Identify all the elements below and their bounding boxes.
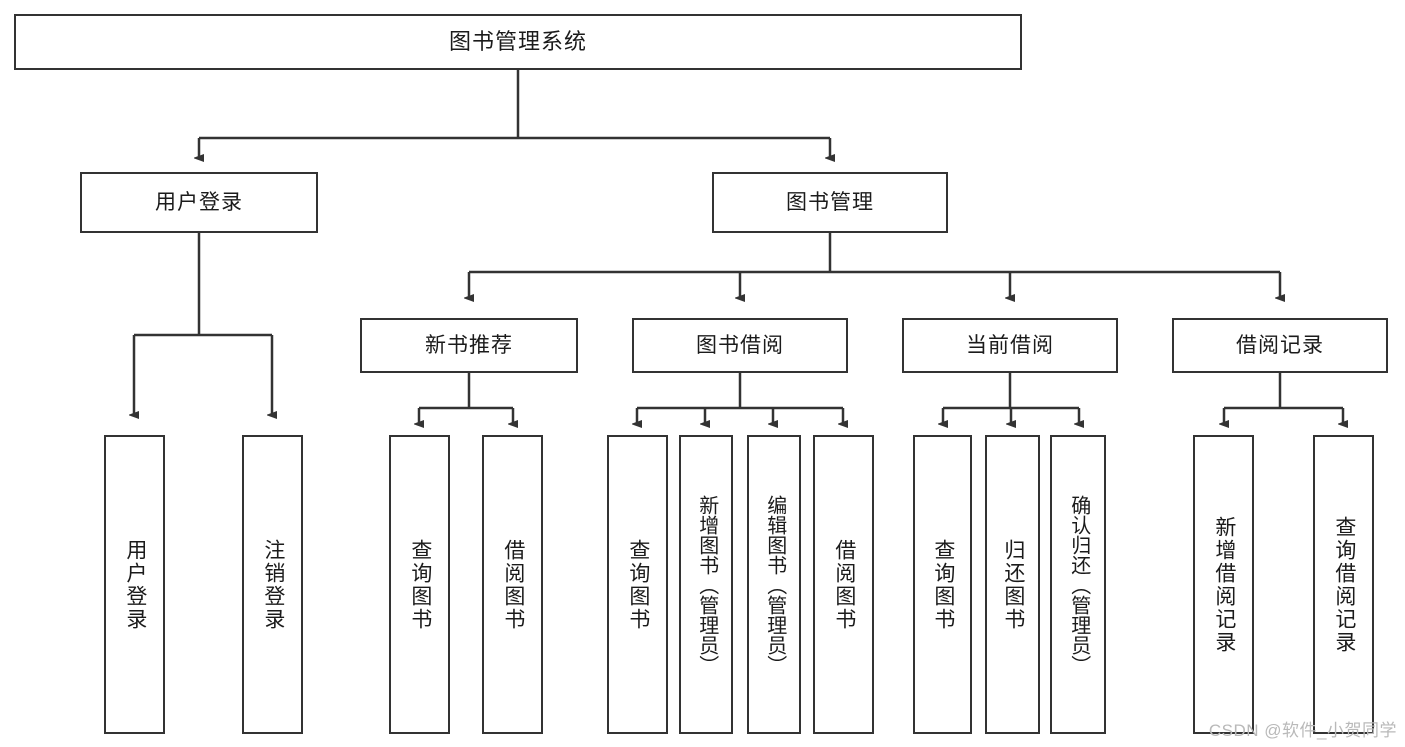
node-label: 新增图书（管理员）: [695, 494, 718, 675]
node-borrow-record[interactable]: 借阅记录: [1172, 318, 1388, 373]
node-label: 用户登录: [155, 190, 243, 214]
leaf-add-book-admin[interactable]: 新增图书（管理员）: [679, 435, 733, 734]
leaf-query-book-borrow[interactable]: 查询图书: [607, 435, 668, 734]
node-label: 图书管理系统: [448, 28, 587, 54]
node-label: 新增借阅记录: [1212, 515, 1236, 654]
node-label: 当前借阅: [966, 333, 1054, 357]
node-label: 注销登录: [261, 538, 285, 631]
node-label: 查询图书: [408, 538, 432, 631]
leaf-query-book-recommend[interactable]: 查询图书: [389, 435, 450, 734]
csdn-watermark: CSDN @软件_小贺同学: [1208, 721, 1397, 740]
leaf-query-borrow-record[interactable]: 查询借阅记录: [1313, 435, 1374, 734]
node-label: 查询借阅记录: [1332, 515, 1356, 654]
leaf-logout[interactable]: 注销登录: [242, 435, 303, 734]
node-label: 借阅图书: [501, 538, 525, 631]
node-label: 借阅图书: [832, 538, 856, 631]
node-root-book-management-system[interactable]: 图书管理系统: [14, 14, 1022, 70]
node-label: 查询图书: [626, 538, 650, 631]
node-label: 归还图书: [1001, 538, 1025, 631]
leaf-borrow-book-recommend[interactable]: 借阅图书: [482, 435, 543, 734]
node-label: 查询图书: [931, 538, 955, 631]
node-label: 确认归还（管理员）: [1067, 494, 1090, 675]
node-book-borrow[interactable]: 图书借阅: [632, 318, 848, 373]
leaf-user-login[interactable]: 用户登录: [104, 435, 165, 734]
leaf-edit-book-admin[interactable]: 编辑图书（管理员）: [747, 435, 801, 734]
node-label: 编辑图书（管理员）: [763, 494, 786, 675]
node-new-book-recommend[interactable]: 新书推荐: [360, 318, 578, 373]
node-label: 图书管理: [786, 190, 874, 214]
node-label: 借阅记录: [1236, 333, 1324, 357]
leaf-confirm-return-admin[interactable]: 确认归还（管理员）: [1050, 435, 1106, 734]
node-label: 图书借阅: [696, 333, 784, 357]
node-user-login[interactable]: 用户登录: [80, 172, 318, 233]
node-label: 新书推荐: [425, 333, 513, 357]
node-label: 用户登录: [123, 538, 147, 631]
leaf-return-book[interactable]: 归还图书: [985, 435, 1040, 734]
leaf-query-book-current[interactable]: 查询图书: [913, 435, 972, 734]
leaf-borrow-book[interactable]: 借阅图书: [813, 435, 874, 734]
node-current-borrow[interactable]: 当前借阅: [902, 318, 1118, 373]
leaf-add-borrow-record[interactable]: 新增借阅记录: [1193, 435, 1254, 734]
node-book-management[interactable]: 图书管理: [712, 172, 948, 233]
